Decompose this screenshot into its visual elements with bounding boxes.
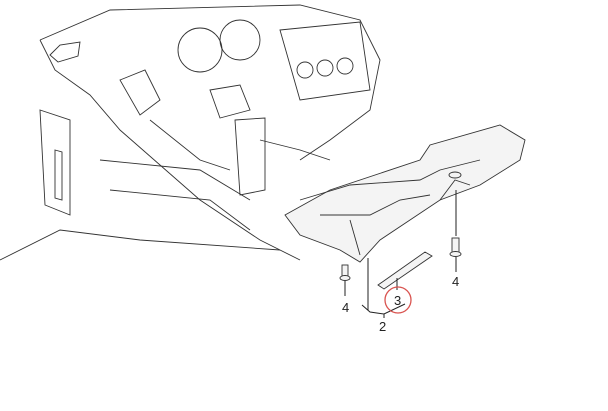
- callout-label-2[interactable]: 2: [379, 319, 386, 334]
- trim-panel-part: [377, 251, 433, 290]
- highlight-circle: [384, 286, 412, 314]
- callout-label-4-right[interactable]: 4: [452, 274, 459, 289]
- lower-cover-part: [284, 124, 526, 263]
- callout-label-3[interactable]: 3: [394, 293, 401, 308]
- screw-right-icon: [449, 190, 462, 272]
- dashboard-illustration: [0, 4, 381, 261]
- screw-left-icon: [339, 264, 351, 296]
- callout-label-4-left[interactable]: 4: [342, 300, 349, 315]
- leader-line-2: [361, 258, 406, 318]
